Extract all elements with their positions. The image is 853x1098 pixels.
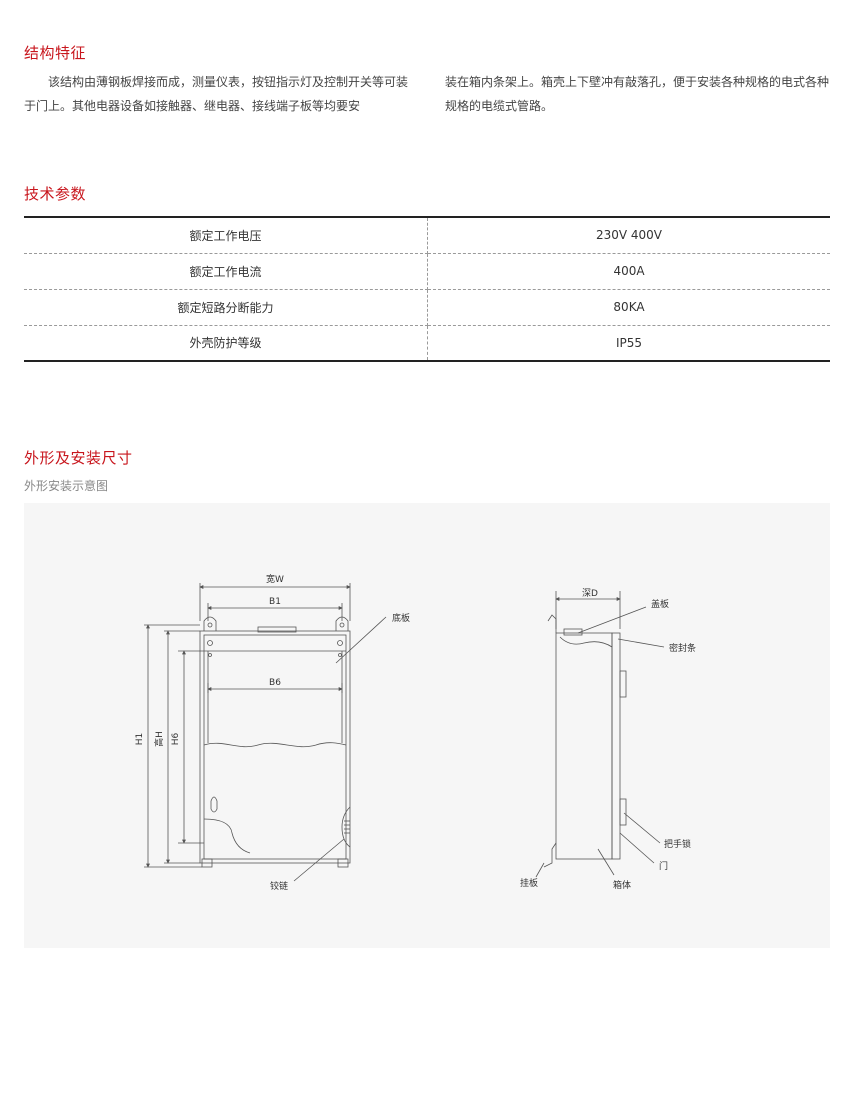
spec-value: 230V 400V [427,216,830,254]
spec-name: 额定短路分断能力 [24,289,428,326]
spec-name: 额定工作电流 [24,253,428,290]
label-height: 高H [153,731,165,747]
spec-name: 额定工作电压 [24,216,428,254]
structure-title: 结构特征 [24,44,87,62]
label-h1: H1 [135,733,145,746]
label-door: 门 [659,860,668,872]
label-b1: B1 [269,597,281,607]
label-cover: 盖板 [651,598,669,610]
label-handle-lock: 把手锁 [664,838,691,850]
spec-value: 400A [427,253,830,290]
spec-value: IP55 [427,325,830,362]
label-depth: 深D [582,588,598,599]
structure-paragraph-left: 该结构由薄钢板焊接而成，测量仪表，按钮指示灯及控制开关等可装于门上。其他电器设备… [24,75,409,113]
spec-name: 外壳防护等级 [24,325,428,362]
enclosure-drawing: 宽W B1 B6 底板 铰链 H1 高H H6 深D 盖板 密封条 把手锁 门 … [135,573,696,892]
label-hinge: 铰链 [270,880,288,892]
label-box-body: 箱体 [613,879,631,891]
specs-title: 技术参数 [24,185,87,203]
structure-paragraph-right: 装在箱内条架上。箱壳上下壁冲有敲落孔，便于安装各种规格的电式各种规格的电缆式管路… [445,75,830,113]
table-row: 额定工作电压 230V 400V [24,216,830,254]
label-h6: H6 [171,732,181,745]
label-b6: B6 [269,678,281,688]
label-seal: 密封条 [669,642,696,654]
label-hanger: 挂板 [520,877,538,889]
label-bottom-plate: 底板 [392,612,410,624]
table-row: 外壳防护等级 IP55 [24,325,830,362]
dimensions-title: 外形及安装尺寸 [24,449,133,467]
dimension-diagram: 宽W B1 B6 底板 铰链 H1 高H H6 深D 盖板 密封条 把手锁 门 … [24,503,830,948]
table-row: 额定工作电流 400A [24,253,830,290]
spec-table: 额定工作电压 230V 400V 额定工作电流 400A 额定短路分断能力 80… [24,216,830,362]
table-row: 额定短路分断能力 80KA [24,289,830,326]
label-width: 宽W [266,573,284,585]
spec-value: 80KA [427,289,830,326]
dimensions-subtitle: 外形安装示意图 [24,479,109,493]
